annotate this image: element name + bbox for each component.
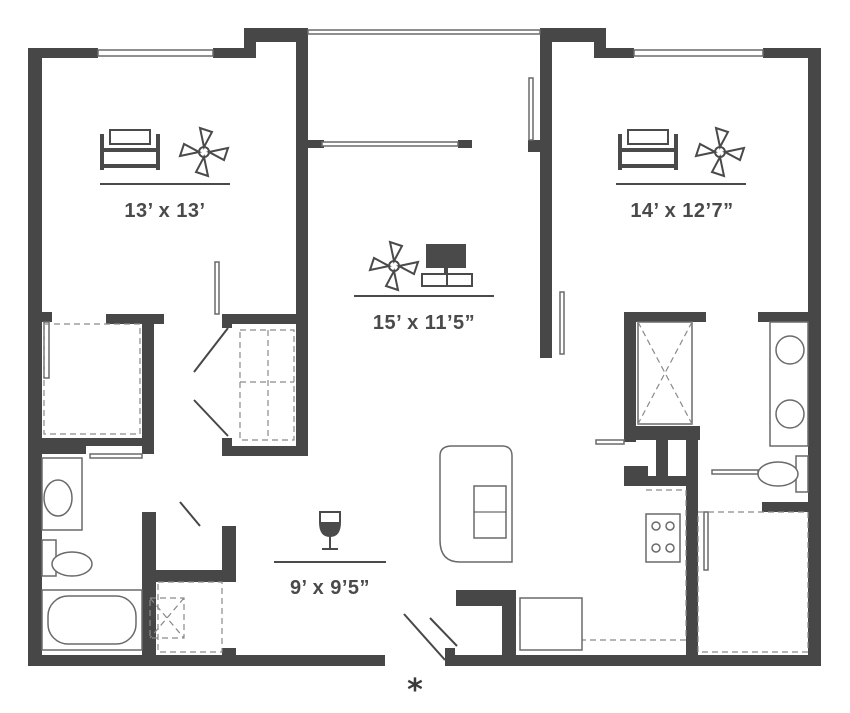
fixtures [41,321,809,653]
ceiling-fan-icon [178,126,230,178]
dining-dimensions: 9’ x 9’5” [290,577,370,599]
tv-icon [421,244,473,287]
entry-marker: * [407,673,423,708]
interior-walls [42,58,808,662]
living-room-dimensions: 15’ x 11’5” [373,312,475,334]
ceiling-fan-icon [368,240,420,292]
exterior-walls [28,28,821,666]
wine-glass-icon [319,511,341,550]
bedroom-1-dimensions: 13’ x 13’ [124,200,205,222]
bed-icon [100,129,160,170]
doors [43,77,759,661]
windows [97,29,764,57]
bed-icon [618,129,678,170]
ceiling-fan-icon [694,126,746,178]
bedroom-2-dimensions: 14’ x 12’7” [630,200,733,222]
